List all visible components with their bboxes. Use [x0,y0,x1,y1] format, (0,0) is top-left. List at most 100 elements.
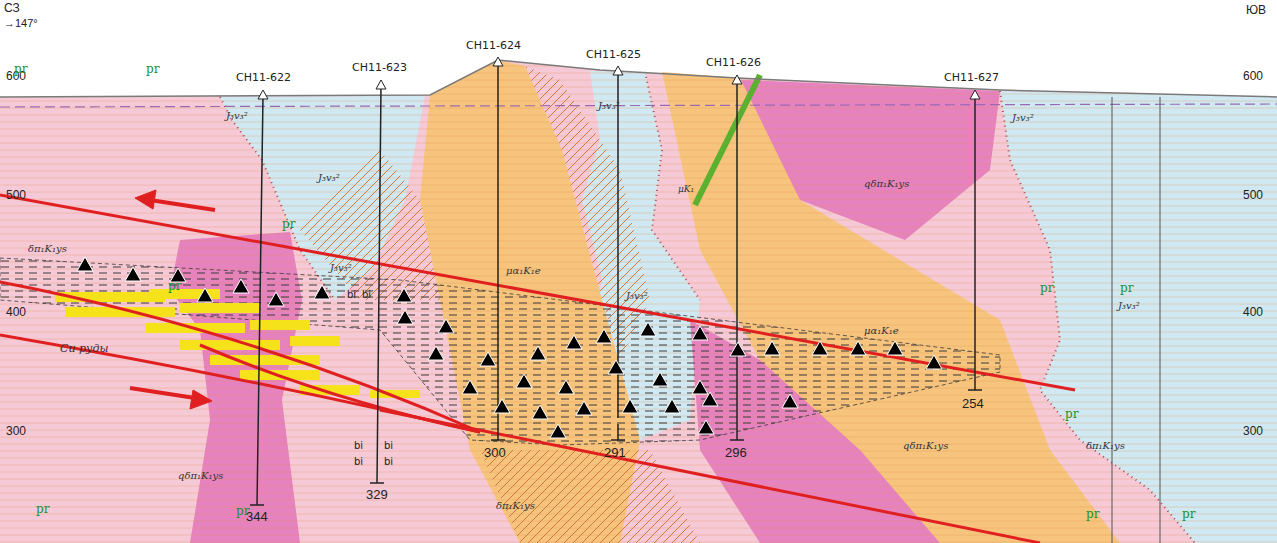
elevation-tick: 400 [6,306,26,320]
surface-line [0,60,1277,97]
dyke [695,75,760,205]
unit-label: bi [354,456,363,468]
mineral-triangle [438,319,454,333]
mineral-triangle [850,341,866,355]
mineral-triangle [652,372,668,386]
unit-label: qδπ₁K₁ys [864,178,909,190]
collar-marks [258,57,980,99]
mineral-triangle [692,326,708,340]
mineral-triangle [314,285,330,299]
depth-label: 296 [725,446,747,461]
mineral-triangle [428,346,444,360]
unit-label: qδπ₁K₁ys [903,440,948,452]
mineralization-marks [77,257,942,438]
mineral-triangle [233,279,249,293]
borehole-name: CH11-626 [706,57,761,70]
mineral-triangle [692,380,708,394]
elevation-tick: 400 [1243,306,1263,320]
unit-label: pr [1065,408,1078,422]
azimuth-label: →147° [4,17,38,30]
depth-label: 329 [366,488,388,503]
unit-label: J₃v₃² [626,290,648,302]
mineral-triangle [764,341,780,355]
elevation-tick: 300 [1243,425,1263,439]
mineral-triangle [494,399,510,413]
elevation-tick: 300 [6,425,26,439]
mineral-triangle [698,420,714,434]
unit-label: qδπ₁K₁ys [178,470,223,482]
unit-label: pr [1086,508,1099,522]
contact-line [645,72,700,300]
unit-label: J₃v₃² [226,110,248,122]
elevation-tick: 600 [1243,70,1263,84]
unit-label: pr [168,280,181,294]
mineral-triangle [125,267,141,281]
direction-label: ЮВ [1246,4,1266,18]
unit-label: δπ₁K₁ys [496,500,535,512]
mineral-triangle [782,394,798,408]
mineral-triangle [702,392,718,406]
contact-line [220,97,335,300]
unit-label: J₃v₃² [330,262,352,274]
mineral-triangle [550,424,566,438]
unit-label: pr [282,218,295,232]
contact-line [1000,91,1195,543]
section-line [1160,97,1161,543]
unit-label: bi [384,440,393,452]
boreholes [250,64,982,505]
unit-label: pr [236,505,249,519]
depth-label: 254 [962,397,984,412]
unit-label: μα₁K₁e [864,325,899,337]
unit-label: pr [14,63,27,77]
mineral-triangle [197,288,213,302]
mineral-triangle [622,399,638,413]
porphyry-ground [0,60,1277,543]
mineral-triangle [887,341,903,355]
depth-label: 291 [604,446,626,461]
mineral-triangle [396,288,412,302]
unit-label: δπ₁K₁ys [1086,440,1125,452]
faults [0,195,1075,543]
mineral-triangle [730,342,746,356]
mineral-triangle [530,346,546,360]
mineral-triangle [516,374,532,388]
depth-label: 300 [484,446,506,461]
borehole-name: CH11-622 [236,72,291,85]
borehole-name: CH11-624 [466,40,521,53]
mineral-triangle [558,380,574,394]
mineral-triangle [812,341,828,355]
mineral-triangle [77,257,93,271]
unit-label: J₃v₃² [598,100,620,112]
elevation-tick: 500 [1243,189,1263,203]
unit-label: δπ₁K₁ys [28,243,67,255]
mineral-triangle [576,401,592,415]
mineral-triangle [397,310,413,324]
mineral-triangle [926,355,942,369]
elevation-tick: 500 [6,189,26,203]
unit-label: J₃v₃² [318,172,340,184]
unit-label: pr [146,63,159,77]
dashed-line [0,104,1277,107]
movement-arrow [130,190,215,409]
mineral-triangle [664,399,680,413]
unit-label: μα₁K₁e [506,265,541,277]
section-line [1112,97,1113,543]
unit-label: bi [347,289,356,301]
unit-label: pr [36,503,49,517]
unit-label: pr [1040,282,1053,296]
unit-label: μK₁ [678,184,694,194]
borehole-name: CH11-625 [586,49,641,62]
unit-label: J₃v₃² [1012,112,1034,124]
mineral-triangle [532,405,548,419]
mineral-triangle [268,292,284,306]
mineral-triangle [566,335,582,349]
mineral-triangle [608,360,624,374]
unit-label: pr [1182,508,1195,522]
unit-label: bi [384,456,393,468]
mineral-triangle [480,352,496,366]
unit-label: bi [362,289,371,301]
unit-label: J₃v₃² [1118,300,1140,312]
stripes [0,60,1277,543]
